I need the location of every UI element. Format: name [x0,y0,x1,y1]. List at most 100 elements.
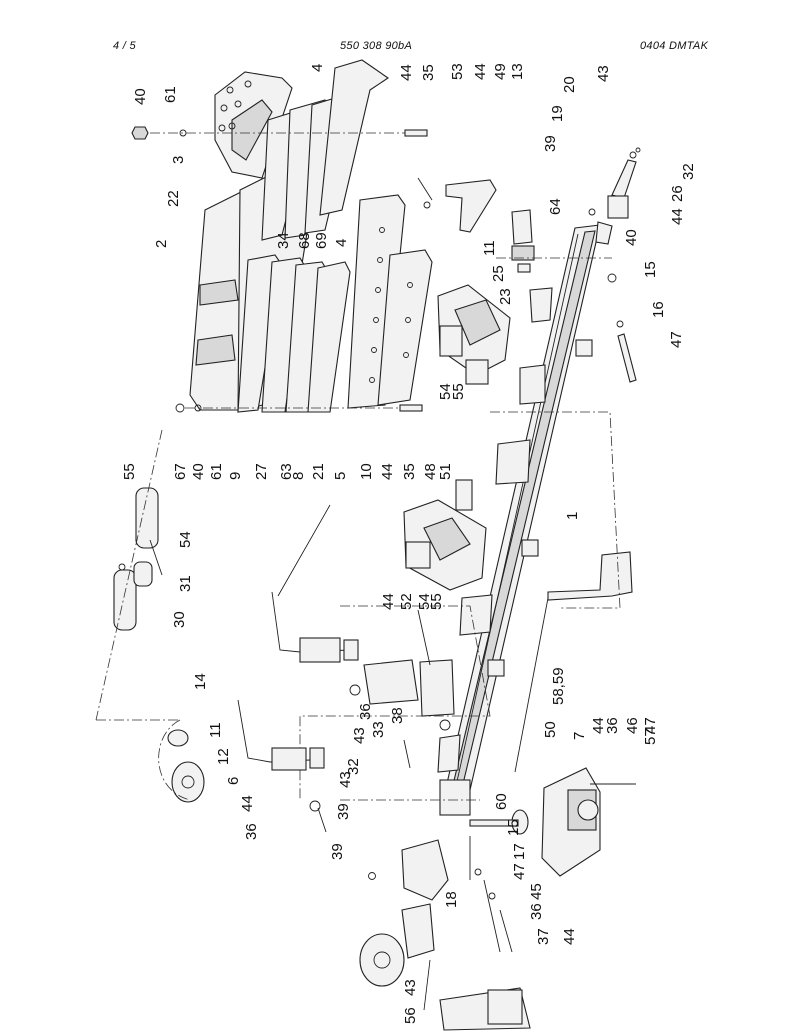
callout-47: 47 [668,331,685,348]
callout-5: 5 [332,472,349,480]
callout-44: 44 [472,63,489,80]
plate-stack [131,59,433,413]
callout-13: 13 [509,63,526,80]
callout-27: 27 [253,463,270,480]
callout-9: 9 [227,472,244,480]
callout-40: 40 [132,88,149,105]
callout-61: 61 [162,86,179,103]
callout-48: 48 [422,463,439,480]
callout-22: 22 [165,190,182,207]
callout-2: 2 [153,240,170,248]
callout-55: 55 [428,593,445,610]
callout-54: 54 [437,383,454,400]
carriage-lower [403,479,487,591]
sprocket-assembly [95,429,205,803]
callout-51: 51 [437,463,454,480]
callout-38: 38 [389,707,406,724]
callout-43: 43 [337,771,354,788]
callout-4: 4 [333,239,350,247]
callout-4: 4 [309,64,326,72]
callout-30: 30 [171,611,188,628]
callout-37: 37 [535,928,552,945]
carriage-upper [437,284,511,385]
callout-56: 56 [402,1007,419,1024]
callout-34: 34 [275,232,292,249]
callout-12: 12 [215,748,232,765]
callout-55: 55 [121,463,138,480]
bottom-foot-assembly [309,799,531,1031]
callout-16: 16 [650,301,667,318]
callout-35: 35 [420,64,437,81]
callout-10: 10 [358,463,375,480]
callout-17: 17 [511,843,528,860]
callout-21: 21 [310,463,327,480]
callout-63: 63 [278,463,295,480]
callout-54: 54 [177,531,194,548]
page-number: 4 / 5 [113,40,136,52]
motor-part-7 [469,767,636,877]
callout-32: 32 [345,758,362,775]
callout-49: 49 [492,63,509,80]
callout-44: 44 [590,717,607,734]
callout-18: 18 [443,891,460,908]
callout-11: 11 [481,240,498,256]
callout-6: 6 [225,777,242,785]
callout-53: 53 [449,63,466,80]
callout-8: 8 [290,472,307,480]
callout-46: 46 [624,717,641,734]
callout-44: 44 [561,928,578,945]
callout-43: 43 [402,979,419,996]
callout-39: 39 [542,135,559,152]
callout-19: 19 [549,105,566,122]
callout-67: 67 [172,463,189,480]
document-code: 0404 DMTAK [640,40,709,52]
callout-33: 33 [370,721,387,738]
callout-1: 1 [564,512,581,520]
callout-31: 31 [177,575,194,592]
callout-55: 55 [450,383,467,400]
callout-32: 32 [680,163,697,180]
document-number: 550 308 90bA [340,40,413,52]
callout-57: 57 [642,728,659,745]
callout-26: 26 [669,185,686,202]
callout-47: 47 [511,863,528,880]
callout-43: 43 [351,727,368,744]
rail-brackets [299,364,633,800]
callout-36: 36 [604,717,621,734]
callout-44: 44 [239,795,256,812]
callout-44: 44 [398,64,415,81]
column-part-50 [349,609,455,769]
callout-44: 44 [669,208,686,225]
callout-40: 40 [623,229,640,246]
callout-15: 15 [642,261,659,278]
callout-43: 43 [595,65,612,82]
callout-44: 44 [379,463,396,480]
callout-50: 50 [542,721,559,738]
callout-23: 23 [497,288,514,305]
callout-68: 68 [296,232,313,249]
callout-7: 7 [571,732,588,740]
callout-39: 39 [335,803,352,820]
handle-6 [237,699,325,771]
callout-64: 64 [547,198,564,215]
callout-3: 3 [170,156,187,164]
callout-36: 36 [528,903,545,920]
callout-11: 11 [207,722,224,738]
callout-61: 61 [208,463,225,480]
callout-45: 45 [528,883,545,900]
callout-14: 14 [192,673,209,690]
callout-35: 35 [401,463,418,480]
callout-20: 20 [561,76,578,93]
callout-36: 36 [243,823,260,840]
main-rail [439,147,641,816]
callout-40: 40 [190,463,207,480]
callout-47: 47 [642,717,659,734]
callout-52: 52 [398,593,415,610]
callout-44: 44 [380,593,397,610]
callout-54: 54 [416,593,433,610]
callout-39: 39 [329,843,346,860]
callout-36: 36 [357,703,374,720]
callout-58-59: 58,59 [550,667,567,705]
